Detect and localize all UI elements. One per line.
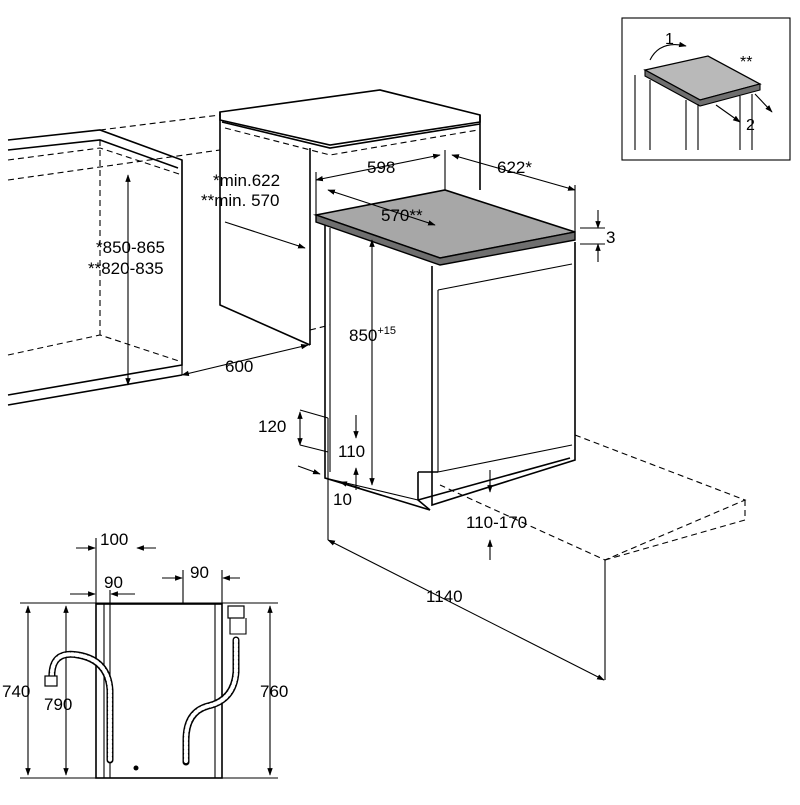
worktop-removal-inset (621, 17, 791, 161)
label-appliance-width: 598 (367, 158, 395, 177)
connections-diagram (20, 538, 278, 779)
inset-note-asterisk: ** (740, 54, 752, 71)
label-depth-star: 622* (497, 158, 532, 177)
label-height-right: 760 (260, 682, 288, 701)
label-height-left-outer: 740 (2, 682, 30, 701)
label-depth-cabinet-star: *min.622 (213, 171, 280, 190)
dishwasher-body (312, 189, 576, 511)
label-height-niche-star: *850-865 (96, 238, 165, 257)
label-plinth-adjust: 110-170 (466, 513, 527, 532)
label-worktop-gap: 3 (606, 228, 615, 247)
label-door-open-depth: 1140 (426, 587, 463, 606)
label-depth-double-star: 570** (381, 206, 423, 225)
label-height-niche-double-star: **820-835 (88, 259, 164, 278)
label-foot-inset: 10 (333, 490, 352, 509)
label-foot-height: 110 (338, 442, 365, 461)
label-left-offset: 100 (100, 530, 128, 549)
label-plinth-height: 120 (258, 417, 286, 436)
appliance-rear-outline (95, 603, 223, 779)
inset-step-1: 1 (665, 31, 674, 48)
left-cabinet (7, 114, 221, 406)
label-height-left-inner: 790 (44, 695, 72, 714)
inset-step-2: 2 (746, 117, 755, 134)
label-niche-width: 600 (225, 357, 253, 376)
inset-frame (621, 17, 791, 161)
label-drain-offset: 90 (190, 563, 209, 582)
worktop-edge (315, 214, 576, 266)
label-inlet-offset: 90 (104, 573, 123, 592)
label-appliance-height: 850+15 (349, 325, 396, 345)
dimension-lines (125, 150, 605, 681)
label-depth-cabinet-double-star: **min. 570 (201, 191, 279, 210)
label-appliance-height-value: 850 (349, 326, 377, 345)
label-appliance-height-tolerance: +15 (377, 325, 396, 337)
door-open-zone (439, 434, 747, 680)
